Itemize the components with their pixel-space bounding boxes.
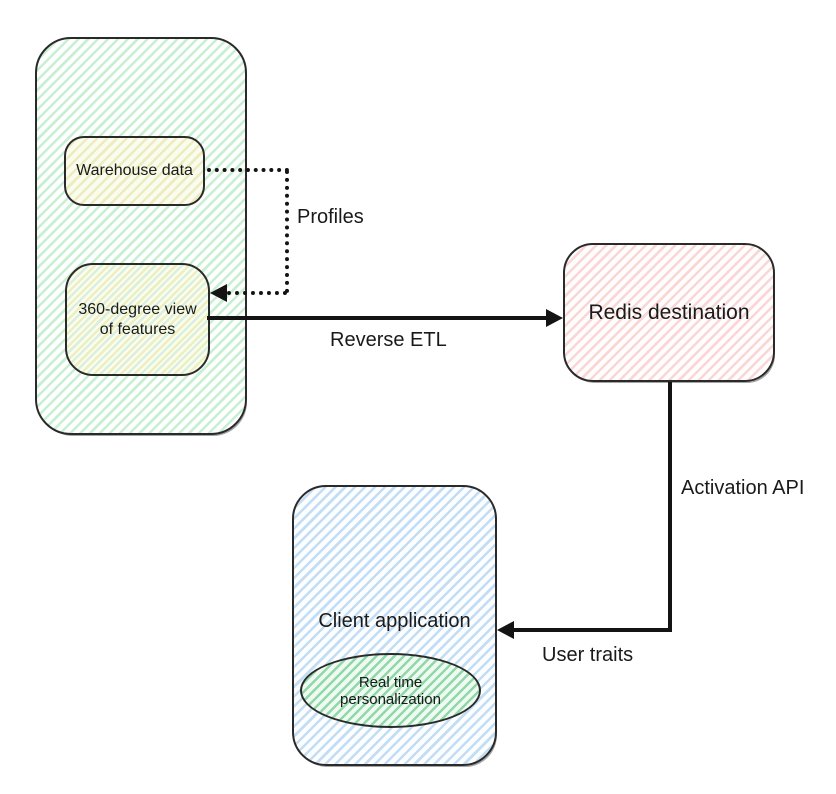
reverse-etl-edge-line (207, 316, 547, 320)
profiles-edge-segment-top (207, 168, 289, 172)
real-time-personalization-node: Real time personalization (300, 653, 481, 728)
user-traits-arrowhead-icon (497, 621, 514, 639)
user-traits-edge-line (513, 628, 672, 632)
profiles-edge-label: Profiles (297, 206, 364, 228)
activation-api-edge-label: Activation API (681, 477, 805, 499)
client-application-label: Client application (318, 610, 471, 632)
profiles-edge-segment-bottom (227, 291, 287, 295)
warehouse-data-node: Warehouse data (64, 136, 205, 206)
profiles-edge-segment-vertical (285, 170, 289, 293)
redis-destination-label: Redis destination (588, 300, 750, 324)
redis-destination-node: Redis destination (563, 243, 775, 382)
reverse-etl-arrowhead-icon (546, 309, 563, 327)
feature-view-label: 360-degree view of features (78, 300, 197, 338)
warehouse-data-label: Warehouse data (76, 162, 193, 179)
activation-api-edge-line (668, 382, 672, 632)
user-traits-edge-label: User traits (542, 644, 634, 666)
feature-view-node: 360-degree view of features (65, 263, 210, 376)
real-time-personalization-label: Real time personalization (340, 673, 441, 708)
profiles-arrowhead-icon (210, 284, 227, 302)
reverse-etl-edge-label: Reverse ETL (330, 329, 447, 351)
